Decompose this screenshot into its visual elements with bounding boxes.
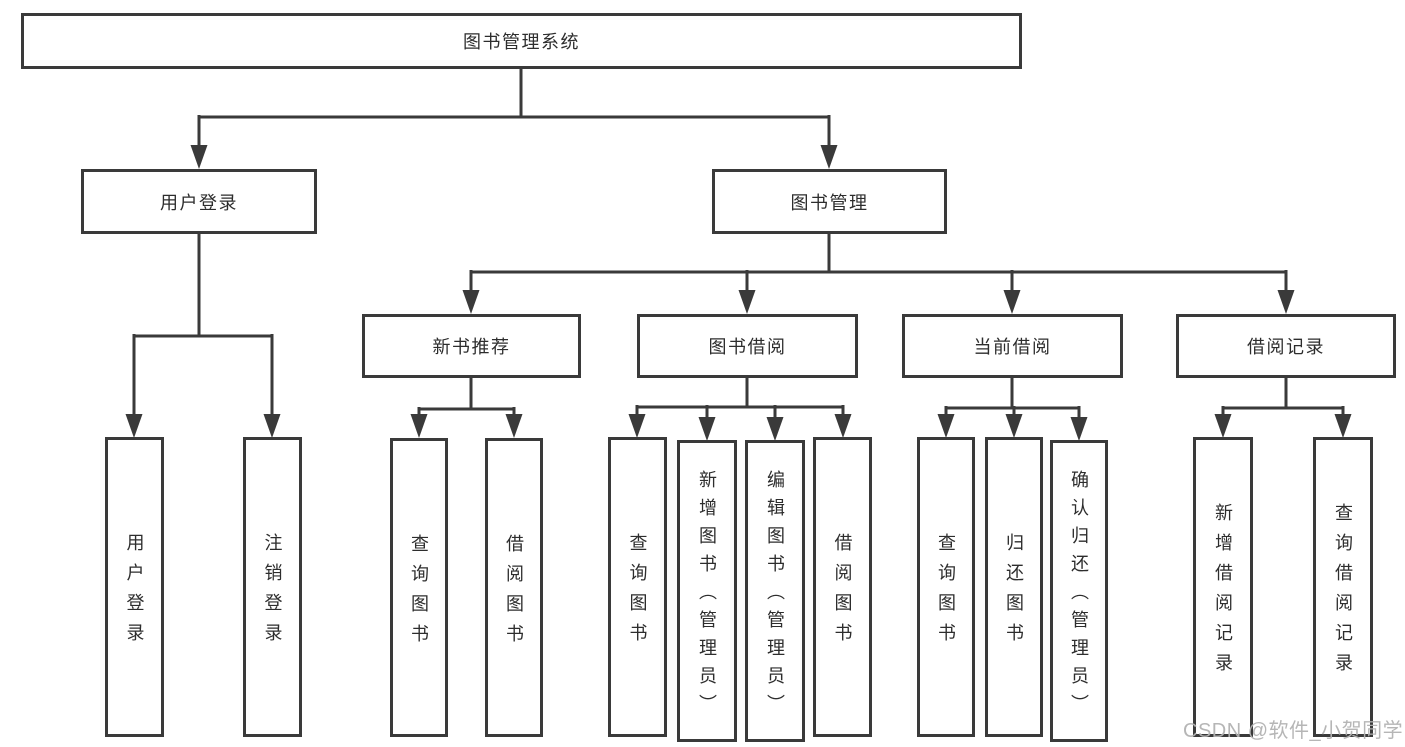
node-current-borrow: 当前借阅 bbox=[902, 314, 1123, 378]
node-label: 图书管理系统 bbox=[463, 32, 580, 52]
connector-new-book-recommend-children bbox=[410, 378, 523, 438]
node-root-library-management-system: 图书管理系统 bbox=[21, 13, 1022, 69]
node-leaf-logout: 注销登录 bbox=[243, 437, 302, 737]
connector-borrow-record-children bbox=[1214, 378, 1352, 438]
node-label: 用户登录 bbox=[160, 192, 238, 213]
node-label: 查询图书 bbox=[409, 533, 429, 654]
node-leaf-current-confirm-return-admin: 确认归还（管理员） bbox=[1050, 440, 1108, 742]
node-label: 编辑图书（管理员） bbox=[765, 470, 785, 722]
node-book-management: 图书管理 bbox=[712, 169, 947, 234]
node-leaf-borrow-edit-book-admin: 编辑图书（管理员） bbox=[745, 440, 805, 742]
connector-user-login-children bbox=[125, 234, 281, 438]
csdn-watermark: CSDN @软件_小贺同学 bbox=[1183, 720, 1404, 742]
node-leaf-current-query-book: 查询图书 bbox=[917, 437, 975, 737]
node-leaf-borrow-borrow-book: 借阅图书 bbox=[813, 437, 872, 737]
node-label: 图书管理 bbox=[790, 192, 869, 213]
node-label: 归还图书 bbox=[1004, 533, 1024, 653]
node-label: 借阅记录 bbox=[1247, 337, 1325, 357]
node-label: 查询图书 bbox=[627, 533, 648, 653]
node-label: 当前借阅 bbox=[973, 337, 1052, 357]
node-label: 新增借阅记录 bbox=[1213, 503, 1233, 683]
node-label: 用户登录 bbox=[124, 533, 145, 653]
node-leaf-recommend-query-book: 查询图书 bbox=[390, 438, 448, 737]
node-leaf-user-login: 用户登录 bbox=[105, 437, 164, 737]
connector-book-management-children bbox=[462, 234, 1295, 314]
node-label: 借阅图书 bbox=[504, 533, 524, 654]
node-label: 借阅图书 bbox=[832, 533, 853, 653]
node-label: 查询图书 bbox=[936, 533, 956, 653]
node-leaf-borrow-query-book: 查询图书 bbox=[608, 437, 667, 737]
connector-current-borrow-children bbox=[937, 378, 1088, 441]
node-label: 查询借阅记录 bbox=[1333, 503, 1353, 683]
node-label: 注销登录 bbox=[262, 533, 283, 653]
node-leaf-current-return-book: 归还图书 bbox=[985, 437, 1043, 737]
node-user-login: 用户登录 bbox=[81, 169, 317, 234]
connector-root-to-level2 bbox=[190, 69, 838, 169]
connector-book-borrow-children bbox=[628, 378, 852, 441]
node-label: 图书借阅 bbox=[708, 337, 787, 357]
node-leaf-borrow-add-book-admin: 新增图书（管理员） bbox=[677, 440, 737, 742]
node-label: 确认归还（管理员） bbox=[1069, 470, 1089, 722]
node-leaf-recommend-borrow-book: 借阅图书 bbox=[485, 438, 543, 737]
node-label: 新增图书（管理员） bbox=[697, 470, 717, 722]
node-label: 新书推荐 bbox=[432, 337, 511, 357]
node-new-book-recommend: 新书推荐 bbox=[362, 314, 581, 378]
node-leaf-record-add: 新增借阅记录 bbox=[1193, 437, 1253, 737]
node-leaf-record-query: 查询借阅记录 bbox=[1313, 437, 1373, 737]
node-book-borrow: 图书借阅 bbox=[637, 314, 858, 378]
node-borrow-record: 借阅记录 bbox=[1176, 314, 1396, 378]
